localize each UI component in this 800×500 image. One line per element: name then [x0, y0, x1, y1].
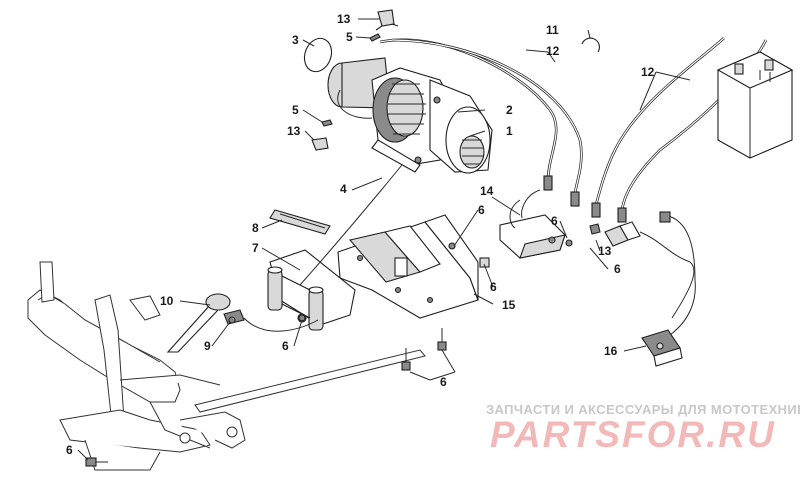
mounting-plate — [337, 214, 479, 319]
cover-disk — [303, 37, 333, 73]
callout-5-mid: 5 — [292, 103, 299, 117]
callout-16: 16 — [604, 344, 618, 358]
watermark-logo: PARTSFOR.RU — [490, 414, 776, 455]
callout-13-right: 13 — [598, 244, 612, 258]
watermark-tagline: ЗАПЧАСТИ И АКСЕССУАРЫ ДЛЯ МОТОТЕХНИКИ — [486, 402, 800, 417]
callout-13-top: 13 — [337, 12, 351, 26]
vehicle-frame — [27, 261, 426, 471]
cable-clamp — [581, 37, 600, 53]
callout-9: 9 — [204, 339, 211, 353]
callout-12-right: 12 — [641, 65, 655, 79]
callout-10: 10 — [160, 294, 174, 308]
callout-12-top: 12 — [546, 44, 560, 58]
roller-fairlead — [267, 249, 356, 331]
callout-2: 2 — [506, 103, 513, 117]
callout-8: 8 — [252, 221, 259, 235]
callout-numbers: 13 5 3 5 13 2 1 11 12 12 4 14 6 6 13 6 8… — [66, 12, 655, 457]
callout-6-nut: 6 — [490, 280, 497, 294]
winch-rope — [299, 154, 411, 286]
callout-6-fairlead: 6 — [282, 339, 289, 353]
callout-14: 14 — [480, 184, 494, 198]
callout-6-plate: 6 — [478, 203, 485, 217]
bolt-set — [85, 257, 490, 467]
terminal-cap-top — [369, 9, 399, 42]
terminal-cap-left — [311, 119, 333, 151]
callout-7: 7 — [252, 241, 259, 255]
callout-6-right: 6 — [614, 262, 621, 276]
callout-4: 4 — [340, 182, 347, 196]
callout-1: 1 — [506, 124, 513, 138]
callout-3: 3 — [292, 33, 299, 47]
leader-lines — [77, 18, 691, 461]
callout-5-top: 5 — [346, 30, 353, 44]
callout-13-mid: 13 — [287, 124, 301, 138]
contactor-box — [499, 189, 566, 259]
callout-6-contactor: 6 — [551, 214, 558, 228]
callout-6-frame: 6 — [66, 443, 73, 457]
winch-assembly — [327, 57, 493, 174]
callout-15: 15 — [502, 298, 516, 312]
callout-6-bolts: 6 — [440, 375, 447, 389]
warning-decal — [269, 209, 331, 235]
connector-plug — [565, 211, 696, 336]
handlebar-switch — [166, 293, 319, 353]
rocker-switch — [641, 329, 683, 367]
battery — [716, 51, 794, 159]
callout-11: 11 — [546, 23, 559, 37]
